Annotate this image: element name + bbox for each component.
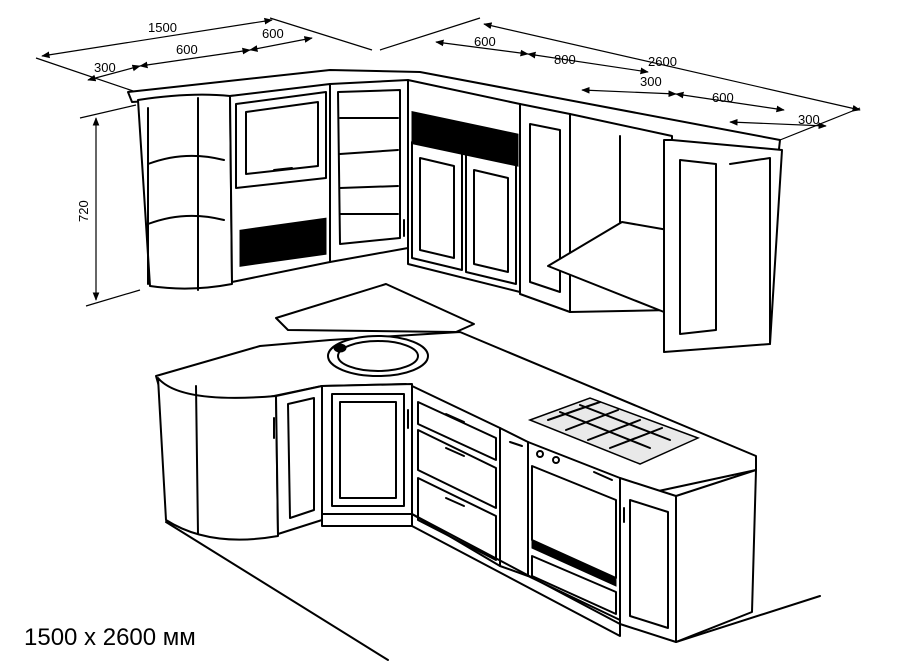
size-caption: 1500 x 2600 мм	[24, 624, 196, 651]
upper-right-end-cabinet	[663, 139, 783, 353]
lower-cabinets	[155, 283, 821, 661]
dim-left-600a-line	[139, 47, 251, 69]
dim-left-300-label: 300	[94, 60, 116, 75]
upper-corner-cabinet	[329, 79, 409, 263]
dimension-lines: 1500 300 600 600 2600 600 800 300 600 30…	[35, 17, 861, 307]
dim-right-300b-label: 300	[798, 112, 820, 127]
lower-corner-cabinet	[321, 383, 413, 515]
dim-left-600b-label: 600	[262, 26, 284, 41]
dim-right-total-line	[483, 22, 861, 112]
dim-right-600-label: 600	[474, 34, 496, 49]
lower-rounded-end-cabinet	[157, 377, 279, 541]
dim-right-300b-line	[729, 118, 827, 130]
dim-right-300a-label: 300	[640, 74, 662, 89]
floor-line-left	[165, 521, 389, 661]
upper-narrow-cabinet	[519, 103, 571, 313]
floor-line-right	[675, 595, 821, 643]
dim-left-600a-label: 600	[176, 42, 198, 57]
balustrade-left	[239, 217, 327, 267]
dim-left-600b-line	[249, 36, 313, 52]
dim-left-total-line	[41, 17, 273, 59]
upper-cabinets	[127, 69, 783, 353]
dim-left-total-label: 1500	[148, 20, 177, 35]
dim-right-total-label: 2600	[648, 54, 677, 69]
dim-right-300a-line	[581, 86, 677, 98]
dim-right-800-label: 800	[554, 52, 576, 67]
dim-right-600b-label: 600	[712, 90, 734, 105]
dim-right-600-line	[435, 39, 529, 57]
dim-left-300-line	[87, 64, 141, 82]
dim-right-600b-line	[675, 91, 785, 113]
open-shelf-unit	[137, 93, 233, 290]
sink-bowl	[327, 335, 429, 377]
countertop-corner-top	[275, 283, 475, 333]
dim-height-label: 720	[76, 200, 91, 222]
lower-right-side-panel	[675, 469, 757, 643]
lower-left-door	[275, 385, 323, 535]
dim-right-800-line	[527, 51, 649, 75]
lower-narrow-door	[499, 427, 529, 577]
